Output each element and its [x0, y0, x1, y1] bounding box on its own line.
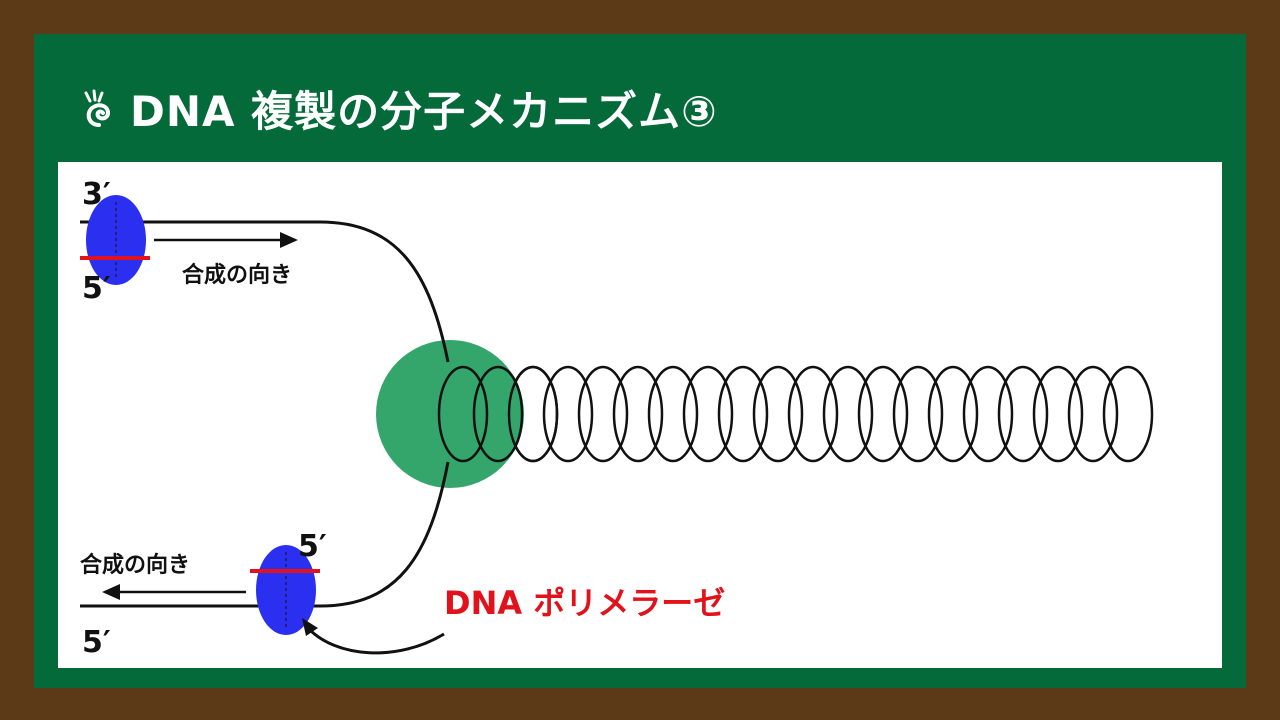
helix-loop — [1067, 365, 1119, 463]
helix-loop — [717, 365, 769, 463]
replication-diagram: 3′ 5′ 合成の向き 5′ 5′ 合成の向き DNA ポリメラーゼ — [80, 177, 1154, 660]
bottom-5prime-label-upper: 5′ — [298, 529, 327, 564]
top-template-strand — [80, 220, 450, 363]
helix-loop-front — [472, 365, 524, 463]
helicase-circle — [376, 340, 524, 488]
page-title: DNA 複製の分子メカニズム③ — [130, 87, 718, 136]
helix-loop — [1032, 365, 1084, 463]
polymerase-label: DNA ポリメラーゼ — [444, 584, 725, 622]
pointer-arrow — [306, 626, 445, 655]
top-3prime-label: 3′ — [82, 177, 111, 212]
helix-loop — [892, 365, 944, 463]
double-helix-front — [437, 365, 559, 463]
swirl-pointer-icon — [84, 89, 111, 127]
diagram-panel: 3′ 5′ 合成の向き 5′ 5′ 合成の向き DNA ポリメラーゼ — [58, 162, 1222, 668]
helix-loop — [857, 365, 909, 463]
double-helix — [437, 365, 1154, 463]
helix-loop — [927, 365, 979, 463]
helix-loop — [647, 365, 699, 463]
helix-loop — [752, 365, 804, 463]
top-5prime-label: 5′ — [82, 271, 111, 306]
helix-loop — [822, 365, 874, 463]
helix-loop — [542, 365, 594, 463]
helix-loop — [1102, 365, 1154, 463]
title-bar: DNA 複製の分子メカニズム③ — [80, 78, 718, 139]
helix-loop — [577, 365, 629, 463]
helix-loop — [787, 365, 839, 463]
helix-loop — [682, 365, 734, 463]
helix-loop-front — [507, 365, 559, 463]
helix-loop-front — [437, 365, 489, 463]
top-direction-label: 合成の向き — [182, 262, 292, 288]
helix-loop — [962, 365, 1014, 463]
helix-loop — [997, 365, 1049, 463]
helix-loop — [612, 365, 664, 463]
bottom-direction-label: 合成の向き — [80, 552, 190, 578]
bottom-template-strand — [80, 461, 450, 608]
bottom-5prime-label-lower: 5′ — [82, 625, 111, 660]
